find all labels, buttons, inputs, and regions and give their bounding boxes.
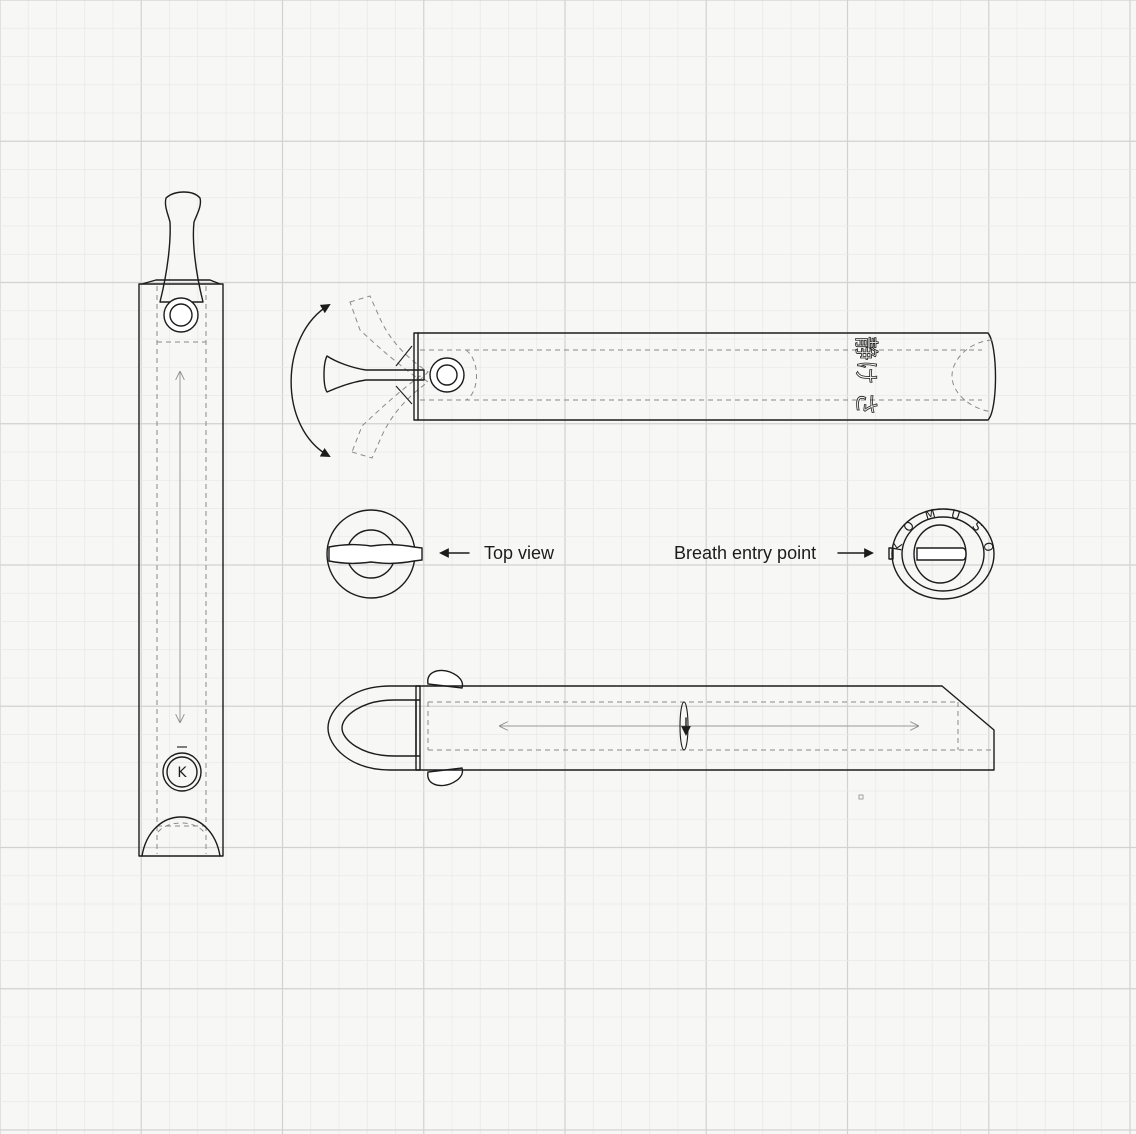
side-view: 静け さ bbox=[290, 295, 997, 459]
end-view-tab bbox=[888, 547, 894, 560]
bottom-side-view bbox=[327, 669, 995, 800]
breath-entry-label: Breath entry point bbox=[674, 543, 816, 563]
brand-ring-letter: U bbox=[950, 507, 962, 523]
side-pivot-ring-inner bbox=[436, 364, 458, 386]
bottom-loop-inner bbox=[341, 699, 421, 757]
reference-mark bbox=[858, 794, 864, 800]
side-body-tube bbox=[413, 332, 997, 421]
top-view-label: Top view bbox=[484, 543, 555, 563]
bottom-slider-disc bbox=[679, 701, 689, 751]
pivot-ring-outer bbox=[163, 297, 199, 333]
emblem-letter: K bbox=[177, 765, 187, 781]
side-hidden-pivot-pocket bbox=[465, 349, 477, 401]
brand-ring-letter: K bbox=[890, 541, 905, 552]
mouthpiece-handle bbox=[159, 191, 204, 303]
ghost-handle-down bbox=[351, 375, 429, 459]
body-tube bbox=[138, 283, 224, 857]
side-handle-joint bbox=[395, 345, 413, 405]
front-view: K bbox=[138, 191, 224, 857]
pivot-ring-inner bbox=[169, 303, 193, 327]
emblem-ring-outer bbox=[162, 752, 202, 792]
bottom-clip-bottom bbox=[427, 767, 464, 787]
bottom-body bbox=[415, 685, 995, 771]
brand-ring-letter: O bbox=[981, 541, 996, 553]
side-handle bbox=[323, 355, 425, 393]
engraving-text: 静け さ bbox=[852, 336, 880, 416]
bottom-opening bbox=[141, 816, 221, 857]
top-view-handle bbox=[328, 543, 423, 565]
bottom-opening-hidden bbox=[157, 822, 205, 833]
body-cap-lip bbox=[141, 279, 221, 285]
side-hidden-end-arch bbox=[951, 339, 993, 413]
end-view-outer bbox=[891, 508, 995, 600]
emblem-ring-inner bbox=[166, 756, 198, 788]
ghost-handle-up bbox=[349, 295, 429, 381]
top-view: Top view bbox=[326, 509, 555, 599]
end-view-handle bbox=[916, 547, 967, 561]
brand-ring-letter: S bbox=[969, 519, 985, 534]
brand-ring-letter: O bbox=[900, 518, 917, 534]
bottom-loop-outer bbox=[327, 685, 421, 771]
swing-arc bbox=[290, 303, 331, 457]
side-pivot-ring-outer bbox=[429, 357, 465, 393]
end-view-ring bbox=[901, 516, 985, 592]
bottom-clip-top bbox=[427, 669, 464, 689]
brand-ring-letter: M bbox=[923, 506, 937, 522]
